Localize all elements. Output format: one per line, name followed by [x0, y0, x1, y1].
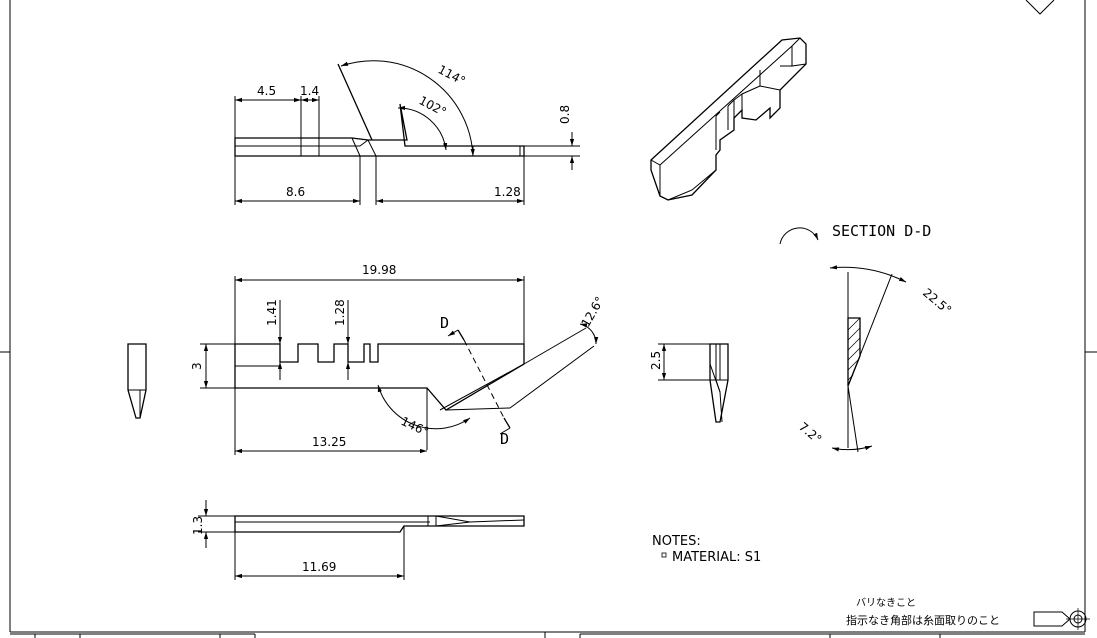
angle-7-2: 7.2° [796, 420, 824, 447]
section-title: SECTION D-D [832, 222, 931, 240]
dim-8-6: 8.6 [286, 185, 305, 199]
angle-114: 114° [436, 62, 468, 88]
dim-2-5: 2.5 [649, 351, 663, 370]
angle-146: 146° [399, 414, 431, 439]
dim-1-41: 1.41 [265, 299, 279, 326]
dim-11-69: 11.69 [302, 560, 336, 574]
third-angle-projection-icon [1033, 608, 1090, 630]
jp-note-chamfer: 指示なき角部は糸面取りのこと [846, 613, 1000, 627]
dim-13-25: 13.25 [312, 435, 346, 449]
isometric-view [650, 37, 807, 201]
general-notes-jp: バリなきこと 指示なき角部は糸面取りのこと [846, 597, 1090, 630]
notes: NOTES: MATERIAL: S1 [652, 534, 761, 565]
top-view: 4.5 1.4 0.8 8.6 1.28 114° 102° [234, 60, 580, 205]
dim-4-5: 4.5 [257, 84, 276, 98]
jp-note-burr-free: バリなきこと [856, 597, 916, 609]
dim-19-98: 19.98 [362, 263, 396, 277]
dim-3: 3 [190, 362, 204, 370]
angle-12-6: 12.6° [578, 294, 606, 329]
section-marker-top: D [440, 314, 449, 332]
dim-1-28-front: 1.28 [333, 299, 347, 326]
notes-heading: NOTES: [652, 534, 701, 549]
section-view: SECTION D-D 22.5° 7.2° [779, 222, 954, 453]
note-item-material: MATERIAL: S1 [672, 550, 761, 565]
angle-102: 102° [417, 93, 449, 119]
angle-22-5: 22.5° [920, 286, 954, 318]
side-view: 2.5 [649, 343, 729, 423]
dim-1-4: 1.4 [300, 84, 319, 98]
section-marker-bottom: D [500, 430, 509, 448]
dim-1-28-top: 1.28 [494, 185, 521, 199]
bottom-view: 1.3 11.69 [191, 500, 525, 580]
dim-1-3: 1.3 [191, 516, 205, 535]
front-view: 19.98 1.41 1.28 3 13.25 146° 12.6° D D [127, 263, 607, 455]
dim-0-8: 0.8 [558, 105, 572, 124]
bullet-square-icon [661, 552, 667, 558]
